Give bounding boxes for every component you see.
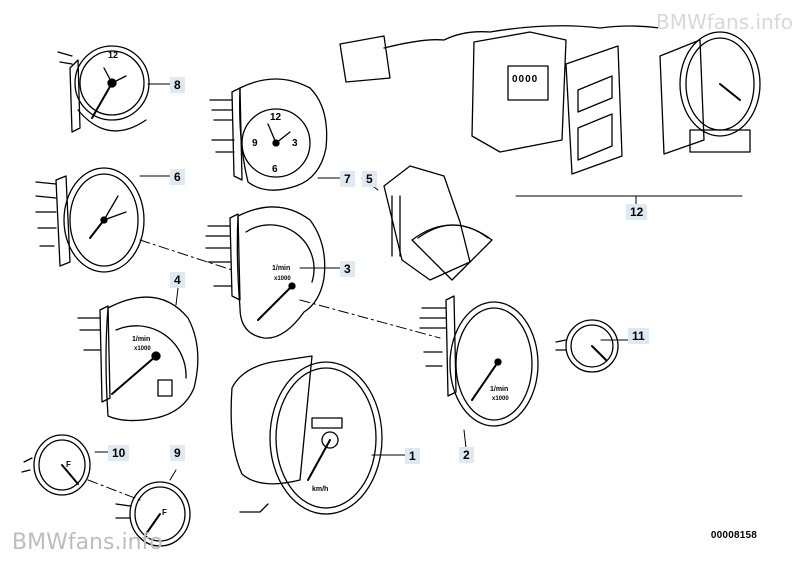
gauge10-fuel-mark: F — [66, 460, 71, 469]
callout-2[interactable]: 2 — [459, 447, 474, 463]
cluster-set-12 — [339, 25, 761, 175]
clock7-12-label: 12 — [270, 112, 282, 123]
gauge-9 — [115, 481, 191, 547]
watermark-top: BMWfans.info — [655, 10, 793, 34]
tachometer-4 — [77, 296, 199, 422]
clock7-9-label: 9 — [252, 138, 258, 149]
callout-10[interactable]: 10 — [108, 445, 130, 461]
callout-9[interactable]: 9 — [170, 445, 185, 461]
speedo-unit: km/h — [312, 486, 329, 493]
gauge-11 — [555, 319, 619, 373]
tach3-unit: 1/min — [272, 265, 291, 272]
drawing-code: 00008158 — [710, 530, 757, 541]
clock8-12-label: 12 — [108, 50, 119, 60]
tach4-mult: x1000 — [134, 346, 151, 352]
clock-6 — [35, 167, 145, 273]
tachometer-2 — [419, 295, 539, 427]
watermark-bottom: BMWfans.info — [12, 530, 163, 555]
callout-5[interactable]: 5 — [362, 171, 377, 187]
callout-12[interactable]: 12 — [626, 204, 648, 220]
tach2-unit: 1/min — [490, 386, 509, 393]
gauge-10 — [21, 434, 91, 496]
clock-7 — [209, 78, 328, 191]
clock-small-8 — [57, 45, 150, 133]
clock7-6-label: 6 — [272, 164, 278, 175]
callout-8[interactable]: 8 — [170, 77, 185, 93]
callout-4[interactable]: 4 — [170, 272, 185, 288]
callout-1[interactable]: 1 — [405, 448, 420, 464]
callout-7[interactable]: 7 — [340, 171, 355, 187]
clock7-3-label: 3 — [292, 138, 298, 149]
speedometer-1 — [230, 355, 383, 515]
cluster-display: 0000 — [512, 74, 539, 85]
leader-lines — [87, 83, 743, 501]
tach4-unit: 1/min — [132, 336, 151, 343]
tachometer-3 — [205, 206, 326, 339]
gauge9-fuel-mark: F — [162, 508, 167, 517]
tach3-mult: x1000 — [274, 276, 291, 282]
callout-6[interactable]: 6 — [170, 169, 185, 185]
tach2-mult: x1000 — [492, 396, 509, 402]
module-5 — [383, 165, 493, 281]
callout-11[interactable]: 11 — [628, 328, 649, 344]
callout-3[interactable]: 3 — [340, 261, 355, 277]
